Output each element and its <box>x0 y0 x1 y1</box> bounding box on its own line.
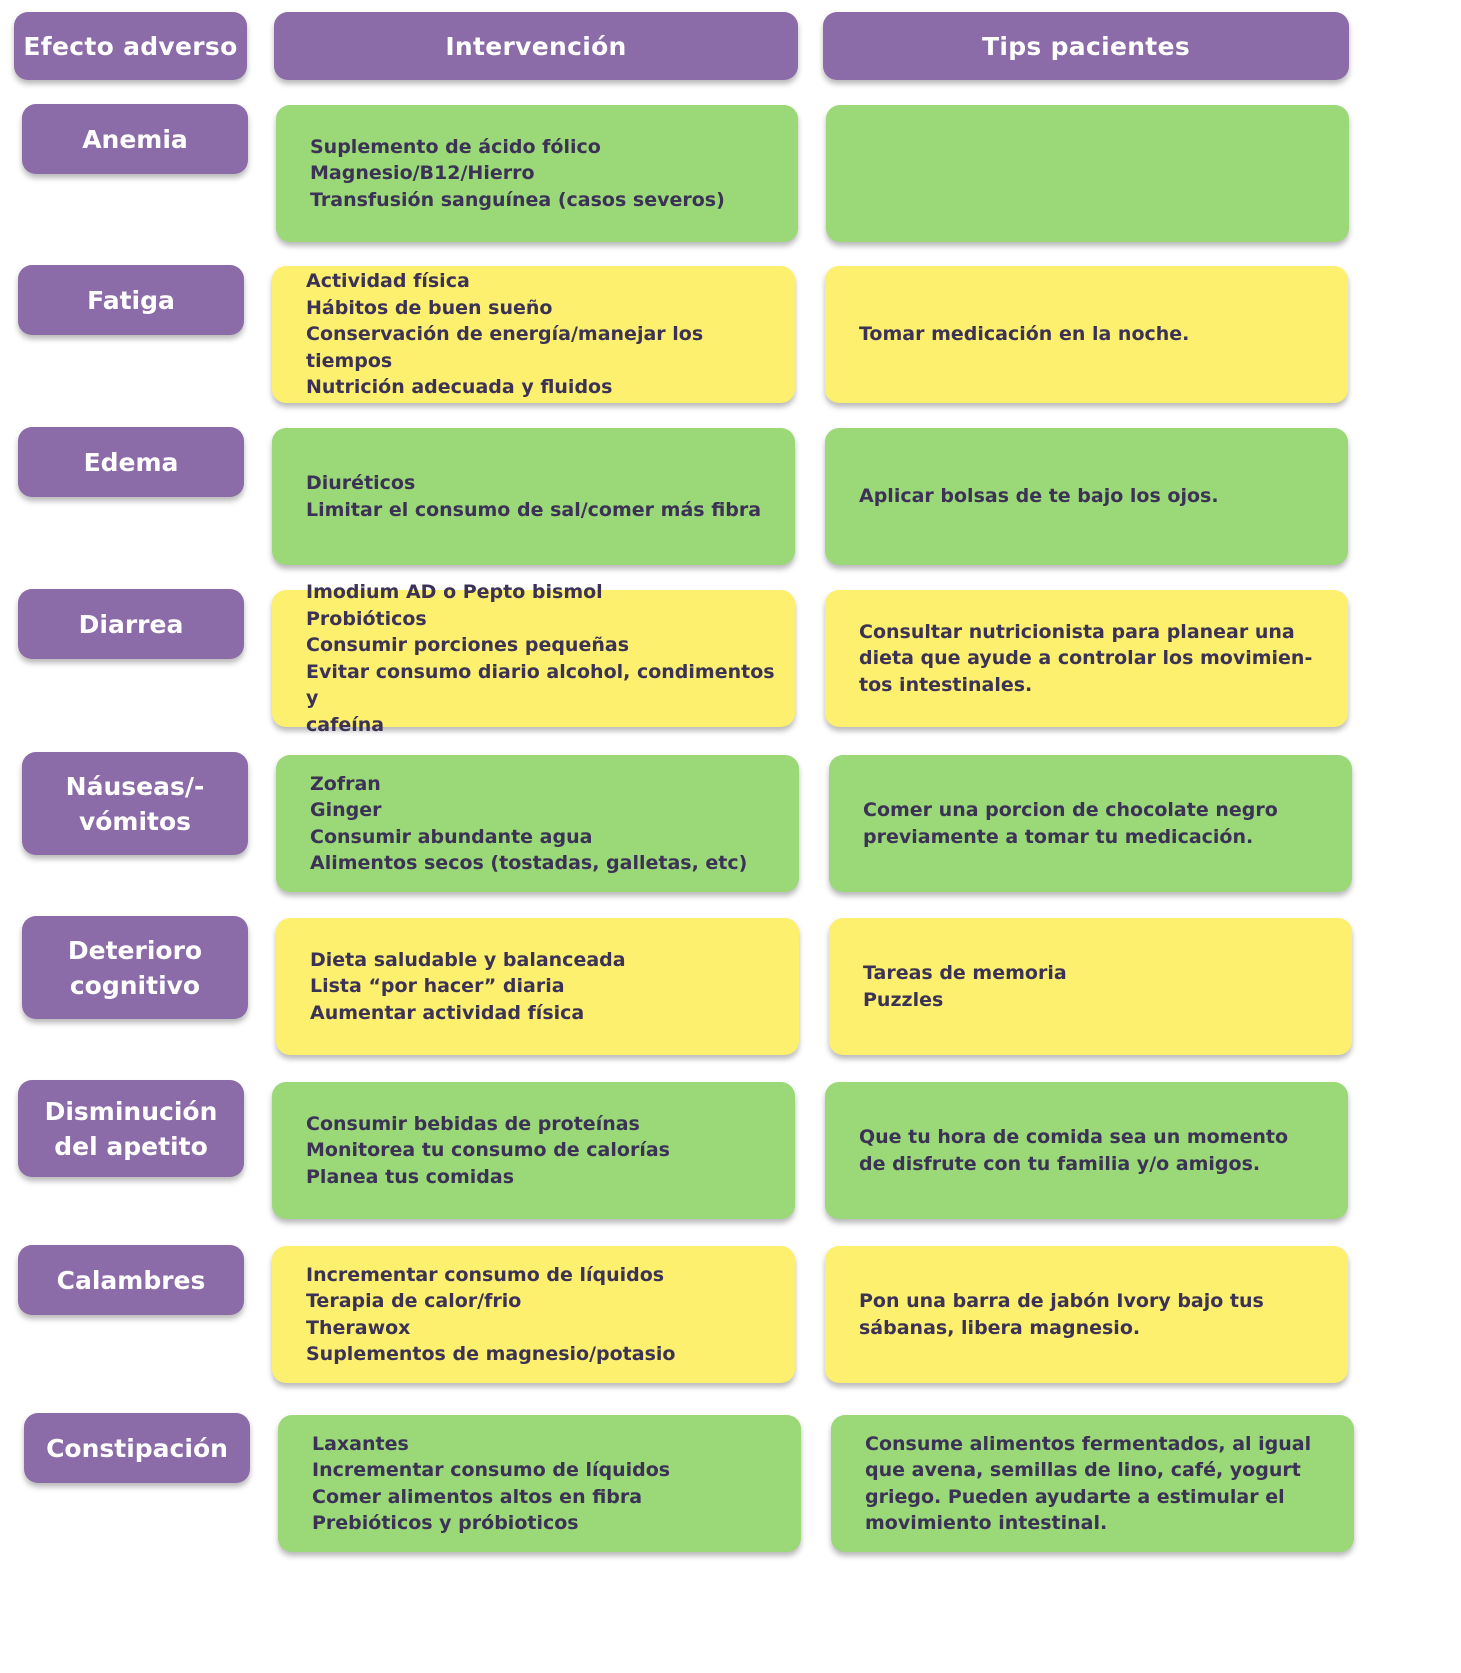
header-intervencion: Intervención <box>274 12 798 80</box>
intervention-item: cafeína <box>306 713 385 736</box>
intervention-item: Alimentos secos (tostadas, galletas, etc… <box>310 852 748 874</box>
tips-list: Consultar nutricionista para planear una… <box>859 619 1332 699</box>
tips-cell-edema: Aplicar bolsas de te bajo los ojos. <box>825 428 1348 565</box>
tip-item: tos intestinales. <box>859 673 1033 696</box>
tips-list: Tomar medicación en la noche. <box>859 321 1332 348</box>
tip-item: sábanas, libera magnesio. <box>859 1316 1141 1339</box>
intervention-item: Imodium AD o Pepto bismol <box>306 581 603 603</box>
tip-item: Tareas de memoria <box>863 962 1067 984</box>
header-efecto-adverso: Efecto adverso <box>14 12 247 80</box>
tips-cell-constipacion: Consume alimentos fermentados, al igual q… <box>831 1415 1354 1552</box>
tip-item: previamente a tomar tu medicación. <box>863 825 1254 848</box>
intervention-item: Nutrición adecuada y fluidos <box>306 376 613 399</box>
intervention-item: Planea tus comidas <box>306 1165 514 1188</box>
intervention-item: Monitorea tu consumo de calorías <box>306 1139 670 1162</box>
tips-cell-nauseas-vomitos: Comer una porcion de chocolate negro prev… <box>829 755 1352 892</box>
tip-item: Comer una porcion de chocolate negro <box>863 799 1278 821</box>
intervention-item: Evitar consumo diario alcohol, condiment… <box>306 660 782 710</box>
intervention-item: Diuréticos <box>306 472 416 494</box>
tips-cell-fatiga: Tomar medicación en la noche. <box>825 266 1348 403</box>
tip-item: Aplicar bolsas de te bajo los ojos. <box>859 485 1219 508</box>
intervention-item: Consumir bebidas de proteínas <box>306 1112 640 1135</box>
header-tips-pacientes: Tips pacientes <box>823 12 1349 80</box>
tips-cell-anemia <box>826 105 1349 242</box>
tip-item: griego. Pueden ayudarte a estimular el <box>865 1485 1285 1508</box>
effect-label-constipacion: Constipación <box>24 1413 250 1483</box>
intervention-item: Suplementos de magnesio/potasio <box>306 1343 676 1365</box>
tips-list: Comer una porcion de chocolate negro prev… <box>863 797 1336 850</box>
tip-item: que avena, semillas de lino, café, yogur… <box>865 1459 1301 1481</box>
tips-list: Que tu hora de comida sea un momento de d… <box>859 1124 1332 1177</box>
intervention-item: Limitar el consumo de sal/comer más fibr… <box>306 498 762 521</box>
intervention-item: Zofran <box>310 772 381 795</box>
intervention-item: Consumir porciones pequeñas <box>306 634 629 656</box>
tips-list: Aplicar bolsas de te bajo los ojos. <box>859 483 1332 510</box>
tip-item: Puzzles <box>863 988 944 1011</box>
intervention-item: Comer alimentos altos en fibra <box>312 1485 643 1508</box>
intervention-item: Incrementar consumo de líquidos <box>306 1263 665 1286</box>
intervention-item: Consumir abundante agua <box>310 825 593 848</box>
intervention-item: Lista “por hacer” diaria <box>310 975 565 998</box>
intervention-item: Suplemento de ácido fólico <box>310 135 601 158</box>
tip-item: Que tu hora de comida sea un momento <box>859 1126 1289 1148</box>
effect-label-edema: Edema <box>18 427 244 497</box>
intervention-item: Laxantes <box>312 1432 409 1455</box>
intervention-item: Probióticos <box>306 607 427 630</box>
tip-item: Pon una barra de jabón Ivory bajo tus <box>859 1290 1264 1312</box>
tip-item: Consume alimentos fermentados, al igual <box>865 1432 1312 1455</box>
intervention-item: Incrementar consumo de líquidos <box>312 1459 671 1481</box>
intervention-item: Transfusión sanguínea (casos severos) <box>310 188 725 211</box>
effect-label-fatiga: Fatiga <box>18 265 244 335</box>
effect-label-nauseas-vomitos: Náuseas/- vómitos <box>22 752 248 855</box>
tips-list: Consume alimentos fermentados, al igual q… <box>865 1431 1338 1537</box>
intervention-item: Dieta saludable y balanceada <box>310 948 626 971</box>
intervention-item: Aumentar actividad física <box>310 1001 585 1024</box>
effect-label-diarrea: Diarrea <box>18 589 244 659</box>
intervention-item: Therawox <box>306 1316 411 1339</box>
tips-cell-diarrea: Consultar nutricionista para planear una… <box>825 590 1348 727</box>
tips-list: Pon una barra de jabón Ivory bajo tus sáb… <box>859 1288 1332 1341</box>
tip-item: Tomar medicación en la noche. <box>859 323 1190 346</box>
tips-cell-disminucion-del-apetito: Que tu hora de comida sea un momento de d… <box>825 1082 1348 1219</box>
intervention-item: Prebióticos y próbioticos <box>312 1512 579 1534</box>
intervention-item: Magnesio/B12/Hierro <box>310 162 535 185</box>
effect-label-calambres: Calambres <box>18 1245 244 1315</box>
tip-item: movimiento intestinal. <box>865 1512 1108 1534</box>
intervention-item: Conservación de energía/manejar los tiem… <box>306 323 710 372</box>
intervention-item: Actividad física <box>306 270 470 293</box>
effect-label-deterioro-cognitivo: Deterioro cognitivo <box>22 916 248 1019</box>
tips-cell-calambres: Pon una barra de jabón Ivory bajo tus sáb… <box>825 1246 1348 1383</box>
tip-item: de disfrute con tu familia y/o amigos. <box>859 1152 1261 1175</box>
tip-item: Consultar nutricionista para planear una <box>859 620 1295 643</box>
intervention-item: Terapia de calor/frio <box>306 1290 522 1312</box>
intervention-item: Hábitos de buen sueño <box>306 296 553 319</box>
intervention-item: Ginger <box>310 799 382 821</box>
effect-label-disminucion-del-apetito: Disminución del apetito <box>18 1080 244 1177</box>
effect-label-anemia: Anemia <box>22 104 248 174</box>
tip-item: dieta que ayude a controlar los movimien… <box>859 647 1313 670</box>
